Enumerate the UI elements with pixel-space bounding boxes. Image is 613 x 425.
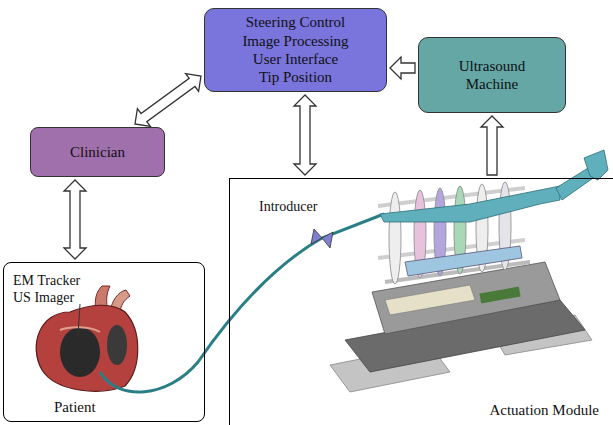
introducer-symbol [311,229,333,248]
block-arrow [135,74,201,127]
block-arrow [294,95,316,175]
block-arrow [64,180,86,259]
node-text: Steering Control [246,13,346,31]
block-arrow [481,116,503,175]
node-text: Image Processing [242,32,348,50]
block-arrow [390,57,415,79]
node-text: User Interface [253,50,338,68]
node-text: Patient [54,398,96,416]
device-box: Ultrasound Machine [418,37,566,113]
part-label: EM Tracker [12,273,81,290]
part-label: US Imager [12,290,75,307]
leader-line [78,304,80,336]
node-text: Clinician [70,143,125,161]
actuation-device [330,150,608,392]
node-text: Tip Position [259,68,332,86]
actor-box: Clinician [30,127,165,177]
node-text: Actuation Module [489,401,599,419]
part-label: Introducer [258,199,318,216]
node-text: Ultrasound Machine [437,57,547,94]
process-box: Steering ControlImage ProcessingUser Int… [204,8,387,92]
